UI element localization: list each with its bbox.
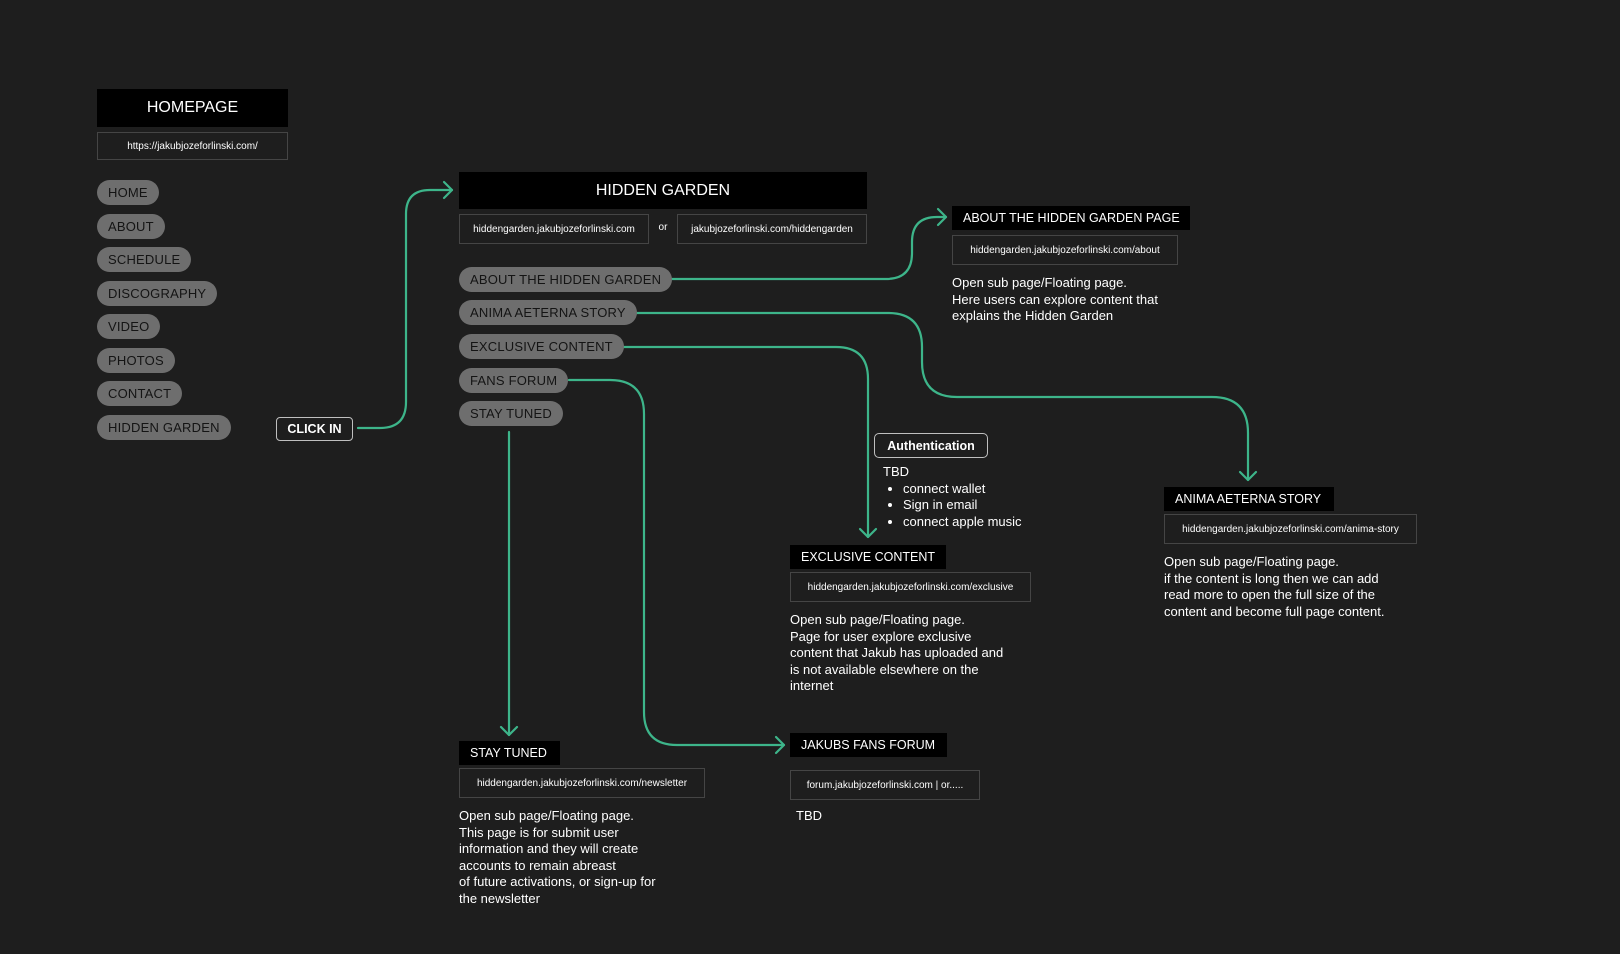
homepage-title: HOMEPAGE (97, 89, 288, 127)
exclusive-page-url: hiddengarden.jakubjozeforlinski.com/excl… (790, 572, 1031, 602)
arrowhead-aboutpage (936, 207, 948, 227)
anima-page-url: hiddengarden.jakubjozeforlinski.com/anim… (1164, 514, 1417, 544)
arrowhead-forumpage (774, 735, 786, 755)
forum-page-url: forum.jakubjozeforlinski.com | or..... (790, 770, 980, 800)
auth-option-wallet: connect wallet (903, 481, 1083, 498)
nav-photos[interactable]: PHOTOS (97, 348, 175, 373)
authentication-status: TBD (883, 464, 909, 479)
authentication-label: Authentication (874, 433, 988, 458)
auth-option-apple-music: connect apple music (903, 514, 1083, 531)
nav-about[interactable]: ABOUT (97, 214, 165, 239)
homepage-url: https://jakubjozeforlinski.com/ (97, 132, 288, 160)
arrowhead-staytunedpage (499, 725, 519, 737)
nav-hidden-garden[interactable]: HIDDEN GARDEN (97, 415, 231, 440)
about-page-title: ABOUT THE HIDDEN GARDEN PAGE (952, 206, 1190, 230)
exclusive-page-title: EXCLUSIVE CONTENT (790, 545, 946, 569)
nav-discography[interactable]: DISCOGRAPHY (97, 281, 218, 306)
authentication-options: connect wallet Sign in email connect app… (883, 481, 1083, 531)
menu-about-hidden-garden[interactable]: ABOUT THE HIDDEN GARDEN (459, 267, 673, 292)
arrow-forum-to-forumpage (567, 378, 786, 747)
click-in-button[interactable]: CLICK IN (276, 417, 353, 441)
arrowhead-hiddengarden (442, 180, 454, 200)
arrow-clickin-to-hiddengarden (356, 188, 454, 430)
anima-page-description: Open sub page/Floating page. if the cont… (1164, 554, 1385, 619)
arrow-about-to-aboutpage (664, 215, 948, 281)
url-or-separator: or (658, 222, 668, 233)
menu-anima-aeterna-story[interactable]: ANIMA AETERNA STORY (459, 300, 637, 325)
nav-contact[interactable]: CONTACT (97, 381, 183, 406)
nav-schedule[interactable]: SCHEDULE (97, 247, 192, 272)
stay-tuned-page-url: hiddengarden.jakubjozeforlinski.com/news… (459, 768, 705, 798)
arrow-exclusive-to-exclusivepage (620, 345, 870, 539)
auth-option-email: Sign in email (903, 497, 1083, 514)
nav-video[interactable]: VIDEO (97, 314, 161, 339)
about-page-description: Open sub page/Floating page. Here users … (952, 275, 1158, 323)
about-page-url: hiddengarden.jakubjozeforlinski.com/abou… (952, 235, 1178, 265)
arrowhead-animapage (1238, 470, 1258, 482)
exclusive-page-description: Open sub page/Floating page. Page for us… (790, 612, 1004, 693)
forum-page-description: TBD (796, 808, 822, 823)
menu-stay-tuned[interactable]: STAY TUNED (459, 401, 563, 426)
stay-tuned-page-description: Open sub page/Floating page. This page i… (459, 808, 656, 906)
hidden-garden-url-alt: jakubjozeforlinski.com/hiddengarden (677, 214, 867, 244)
anima-page-title: ANIMA AETERNA STORY (1164, 487, 1334, 511)
hidden-garden-url-primary: hiddengarden.jakubjozeforlinski.com (459, 214, 649, 244)
menu-fans-forum[interactable]: FANS FORUM (459, 368, 569, 393)
forum-page-title: JAKUBS FANS FORUM (790, 733, 947, 757)
stay-tuned-page-title: STAY TUNED (459, 741, 560, 765)
authentication-block: TBD connect wallet Sign in email connect… (883, 464, 1083, 530)
menu-exclusive-content[interactable]: EXCLUSIVE CONTENT (459, 334, 624, 359)
nav-home[interactable]: HOME (97, 180, 159, 205)
arrowhead-exclusivepage (858, 527, 878, 539)
hidden-garden-title: HIDDEN GARDEN (459, 172, 867, 209)
arrow-anima-to-animapage (632, 311, 1250, 482)
